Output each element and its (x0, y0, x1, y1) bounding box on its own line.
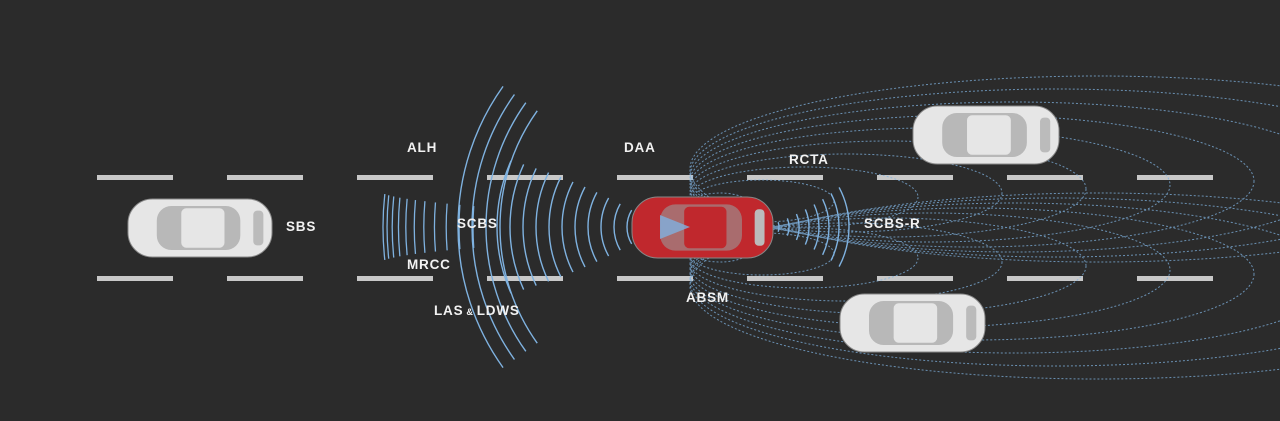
scbs-r-wave (786, 218, 790, 236)
lane-marking (1007, 175, 1083, 180)
front-radar-waves (457, 85, 644, 369)
absm-field-line (689, 192, 1280, 380)
rcta-field-line (689, 153, 1003, 233)
label-ampersand: & (466, 307, 474, 317)
scbs-wave (413, 199, 417, 255)
car-upper-right (912, 105, 1060, 165)
car-lower-right (839, 293, 986, 353)
car-roof (684, 206, 727, 249)
long-range-radar-arc (485, 102, 527, 352)
long-range-radar-arc (499, 110, 538, 344)
front-radar-arc (626, 209, 633, 245)
lane-marking (487, 175, 563, 180)
scbs-wave (382, 193, 386, 261)
lane-marking (227, 175, 303, 180)
lane-marking (97, 175, 173, 180)
long-range-radar-arc (457, 85, 504, 369)
car-roof (893, 303, 938, 343)
label-scbs: SCBS (457, 216, 498, 231)
host-car (631, 196, 774, 259)
label-sbs: SBS (286, 219, 317, 234)
label-mrcc: MRCC (407, 257, 451, 272)
lane-marking (1007, 276, 1083, 281)
scbs-r-wave (777, 221, 780, 233)
car-roof (181, 208, 225, 248)
car-rear-window (1040, 117, 1051, 153)
scbs-r-wave (804, 209, 810, 245)
rcta-field-line (689, 127, 1171, 243)
scbs-wave (386, 195, 390, 259)
long-range-radar-arc (471, 94, 516, 360)
lane-marking (227, 276, 303, 281)
lane-marking (877, 175, 953, 180)
absm-field-line (689, 217, 1087, 315)
scbs-wave (472, 205, 475, 249)
label-scbs-r: SCBS-R (864, 216, 921, 231)
scbs-wave (391, 196, 395, 258)
car-rear-window (754, 209, 765, 246)
scbs-r-wave (838, 187, 850, 267)
car-rear-window (966, 305, 977, 341)
scbs-wave (458, 204, 461, 250)
front-sensor-cone-icon (660, 215, 690, 239)
scbs-r-waves (777, 187, 850, 267)
absm-field-line (689, 197, 1280, 367)
front-radar-arc (600, 197, 610, 257)
absm-field-line (689, 212, 1171, 328)
front-radar-arc (587, 192, 598, 262)
lane-marking (1137, 276, 1213, 281)
lane-marking (357, 276, 433, 281)
car-sbs-left (127, 198, 273, 258)
lane-marking (747, 276, 823, 281)
scbs-waves (382, 193, 475, 261)
front-radar-arc (496, 160, 512, 294)
label-las-ldws: LAS&LDWS (434, 303, 520, 318)
lane-marking (877, 276, 953, 281)
front-radar-arc (548, 176, 562, 278)
absm-field-line (689, 222, 1003, 302)
rcta-field-line (689, 75, 1280, 263)
lane-marking (617, 175, 693, 180)
front-radar-arc (535, 172, 550, 282)
scbs-wave (405, 198, 408, 256)
car-rear-window (253, 210, 264, 246)
scbs-wave (423, 201, 426, 253)
label-daa: DAA (624, 140, 656, 155)
scbs-r-wave (795, 213, 800, 241)
rcta-field-line (689, 88, 1280, 258)
label-las: LAS (434, 303, 464, 318)
scbs-r-wave (821, 198, 830, 256)
lane-marking (1137, 175, 1213, 180)
front-radar-arc (574, 186, 586, 268)
lane-marking (97, 276, 173, 281)
scbs-wave (445, 203, 448, 251)
scbs-r-wave (813, 204, 820, 250)
scbs-wave (397, 197, 401, 257)
front-radar-arc (613, 203, 621, 251)
scbs-wave (433, 202, 437, 252)
scbs-r-wave (830, 193, 840, 261)
front-radar-arc (561, 181, 574, 273)
lane-marking (747, 175, 823, 180)
lane-marking (617, 276, 693, 281)
label-ldws: LDWS (476, 303, 520, 318)
car-roof (967, 115, 1011, 155)
label-alh: ALH (407, 140, 438, 155)
front-radar-arc (509, 164, 525, 290)
label-absm: ABSM (686, 290, 729, 305)
lane-marking (487, 276, 563, 281)
rcta-field-line (689, 140, 1087, 238)
label-rcta: RCTA (789, 152, 829, 167)
front-radar-arc (522, 168, 537, 286)
lane-marking (357, 175, 433, 180)
